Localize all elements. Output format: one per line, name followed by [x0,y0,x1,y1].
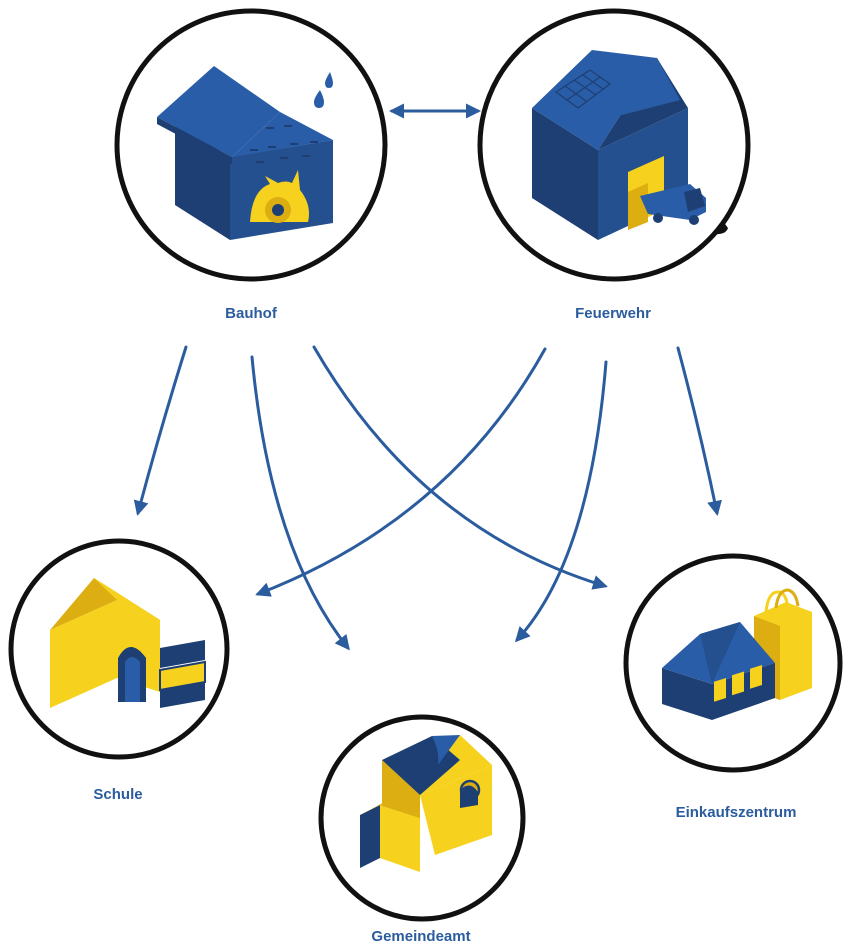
edge-feuerwehr-einkaufszentrum [676,346,722,516]
node-label-bauhof: Bauhof [225,305,277,322]
edge-feuerwehr-schule [255,347,547,597]
fire-station-icon [532,50,706,240]
town-hall-icon [360,735,492,872]
node-label-schule: Schule [93,786,143,803]
school-building-icon [50,578,206,708]
shopping-center-icon [662,588,812,720]
edges [133,103,722,651]
node-label-einkaufszentrum: Einkaufszentrum [675,804,797,821]
edge-bauhof-einkaufszentrum [312,345,608,590]
edge-bauhof-schule [133,345,188,516]
garage-building-icon [157,66,333,240]
edge-bauhof-gemeindeamt [250,355,350,651]
node-label-gemeindeamt: Gemeindeamt [371,928,471,945]
node-label-feuerwehr: Feuerwehr [575,305,651,322]
edge-feuerwehr-gemeindeamt [514,360,608,643]
